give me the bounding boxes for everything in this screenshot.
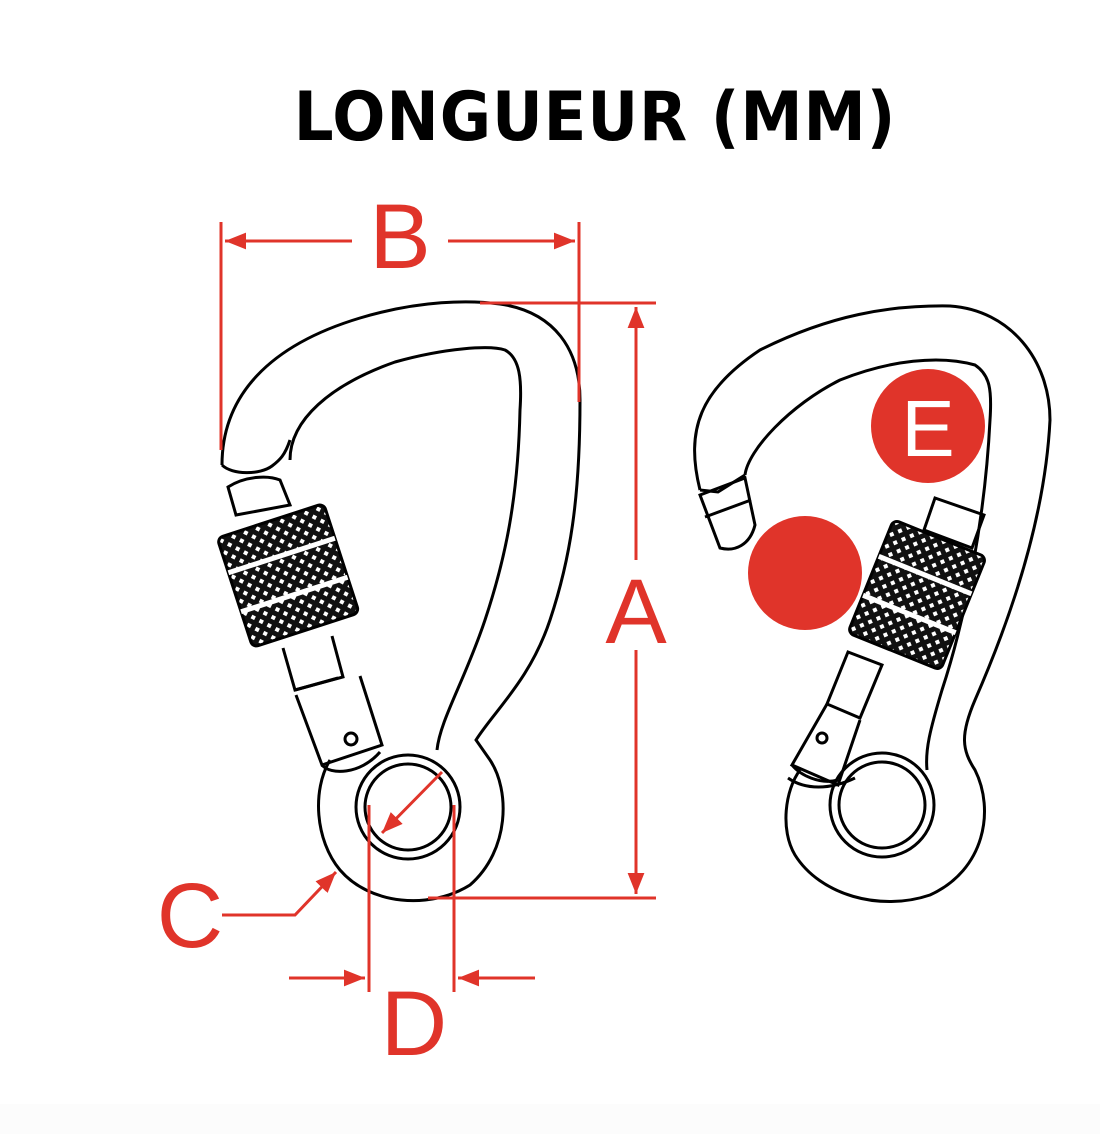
gate-opening-marker (748, 516, 862, 630)
eye-inner-ring (363, 762, 453, 852)
screw-sleeve (217, 503, 360, 648)
diagram-title: LONGUEUR (MM) (293, 78, 897, 157)
open-carabiner-inner-outline (743, 358, 993, 771)
closed-carabiner (217, 300, 582, 903)
dimension-badge-e (871, 369, 985, 483)
dimension-lines (219, 222, 656, 992)
dimension-label-e: E (901, 384, 954, 473)
dimension-label-d: D (381, 973, 447, 1075)
dimension-label-c: C (157, 865, 223, 967)
eye-outer-ring (354, 753, 462, 861)
carabiner-outer-outline (220, 300, 582, 903)
dimension-label-a: A (605, 561, 667, 663)
dimension-label-b: B (369, 186, 430, 288)
open-gate-carabiner (693, 304, 1052, 903)
open-eye-inner-ring (837, 760, 927, 850)
carabiner-inner-outline (288, 346, 523, 751)
open-eye-outer-ring (828, 751, 936, 859)
open-carabiner-outer-outline (693, 304, 1052, 903)
footer-band (0, 1104, 1100, 1134)
